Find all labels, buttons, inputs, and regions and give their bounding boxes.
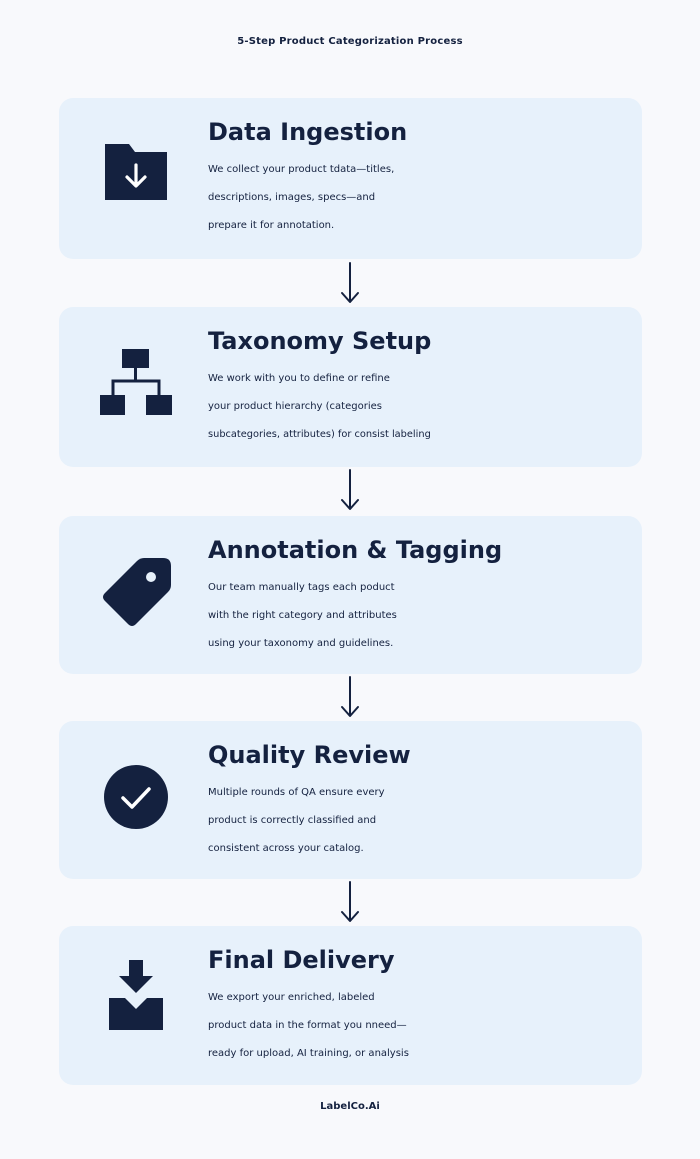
- step-description-line: product is correctly classified and: [208, 815, 377, 826]
- step-description: Our team manually tags each poduct with …: [208, 574, 658, 658]
- step-card-quality-review: Quality Review Multiple rounds of QA ens…: [59, 721, 642, 879]
- step-description-line: descriptions, images, specs—and: [208, 192, 376, 203]
- step-title: Annotation & Tagging: [208, 536, 503, 564]
- step-description-line: We collect your product tdata—titles,: [208, 164, 395, 175]
- step-description-line: We work with you to define or refine: [208, 373, 390, 384]
- step-title: Quality Review: [208, 741, 411, 769]
- down-arrow-icon: [338, 260, 362, 306]
- check-circle-icon: [99, 760, 173, 834]
- page-title: 5-Step Product Categorization Process: [237, 36, 463, 47]
- hierarchy-icon: [99, 349, 173, 423]
- down-arrow-icon: [338, 879, 362, 925]
- down-arrow-icon: [338, 674, 362, 720]
- down-arrow-icon: [338, 467, 362, 513]
- step-title: Data Ingestion: [208, 118, 408, 146]
- step-description: Multiple rounds of QA ensure every produ…: [208, 779, 658, 863]
- step-card-data-ingestion: Data Ingestion We collect your product t…: [59, 98, 642, 259]
- step-description-line: product data in the format you nneed—: [208, 1020, 407, 1031]
- brand-logo-text: LabelCo.Ai: [320, 1101, 380, 1112]
- step-title: Taxonomy Setup: [208, 327, 432, 355]
- step-description-line: subcategories, attributes) for consist l…: [208, 429, 431, 440]
- folder-download-icon: [99, 138, 173, 212]
- step-description: We collect your product tdata—titles, de…: [208, 156, 658, 240]
- step-description-line: We export your enriched, labeled: [208, 992, 375, 1003]
- step-description-line: Multiple rounds of QA ensure every: [208, 787, 385, 798]
- step-description: We work with you to define or refine you…: [208, 365, 658, 449]
- step-description-line: prepare it for annotation.: [208, 220, 335, 231]
- step-description-line: consistent across your catalog.: [208, 843, 364, 854]
- step-description: We export your enriched, labeled product…: [208, 984, 658, 1068]
- step-title: Final Delivery: [208, 946, 395, 974]
- step-description-line: Our team manually tags each poduct: [208, 582, 395, 593]
- step-card-annotation-tagging: Annotation & Tagging Our team manually t…: [59, 516, 642, 674]
- step-card-final-delivery: Final Delivery We export your enriched, …: [59, 926, 642, 1085]
- step-description-line: your product hierarchy (categories: [208, 401, 382, 412]
- step-description-line: ready for upload, AI training, or analys…: [208, 1048, 409, 1059]
- step-card-taxonomy-setup: Taxonomy Setup We work with you to defin…: [59, 307, 642, 467]
- step-description-line: with the right category and attributes: [208, 610, 397, 621]
- step-description-line: using your taxonomy and guidelines.: [208, 638, 394, 649]
- download-tray-icon: [99, 960, 173, 1034]
- tag-icon: [99, 556, 173, 630]
